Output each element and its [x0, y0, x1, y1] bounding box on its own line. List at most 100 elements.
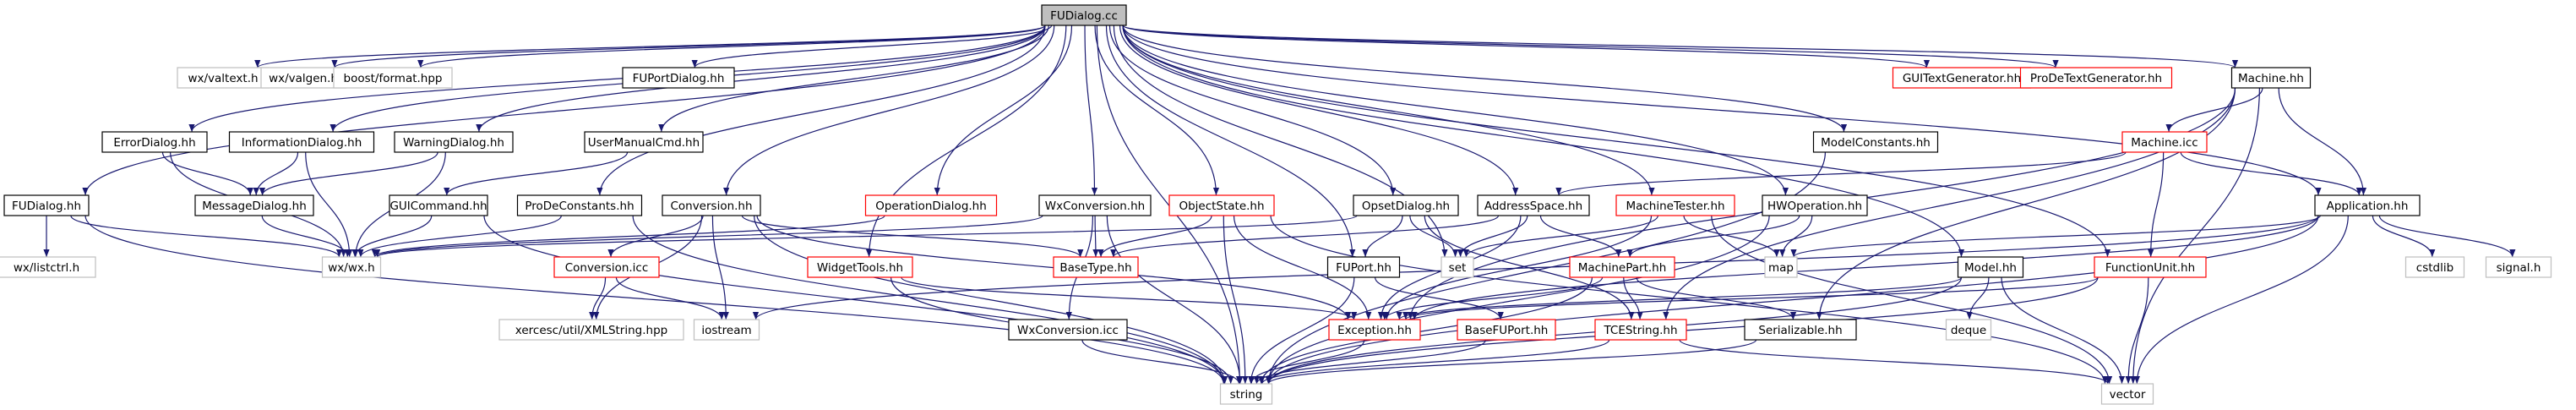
- node-label: signal.h: [2497, 261, 2541, 275]
- node-hwoperation[interactable]: HWOperation.hh: [1762, 194, 1868, 216]
- node-serializable[interactable]: Serializable.hh: [1744, 319, 1857, 341]
- node-box: [498, 319, 684, 341]
- node-label: ObjectState.hh: [1179, 200, 1264, 213]
- node-box: [1353, 194, 1459, 216]
- node-messagedialog[interactable]: MessageDialog.hh: [194, 194, 314, 216]
- node-label: MessageDialog.hh: [202, 200, 307, 213]
- node-basetype[interactable]: BaseType.hh: [1053, 256, 1139, 278]
- edge-machine-hh-to-tcestring: [1663, 87, 2236, 320]
- node-label: ModelConstants.hh: [1821, 136, 1931, 150]
- node-prodeconstants[interactable]: ProDeConstants.hh: [516, 194, 643, 216]
- edge-conversion-icc-to-iostream: [615, 276, 725, 320]
- node-functionunit[interactable]: FunctionUnit.hh: [2094, 256, 2207, 278]
- edge-objectstate-to-vector: [1270, 215, 2109, 385]
- edge-fudialog-cc-to-opsetdialog: [1108, 25, 1397, 196]
- node-addressspace[interactable]: AddressSpace.hh: [1477, 194, 1590, 216]
- edge-informationdialog-to-wx-wx: [305, 151, 353, 258]
- edge-machinetester-to-exception: [1383, 215, 1653, 320]
- node-box: [1168, 194, 1275, 216]
- node-label: AddressSpace.hh: [1484, 200, 1582, 213]
- node-fuport[interactable]: FUPort.hh: [1326, 256, 1401, 278]
- node-label: Conversion.icc: [565, 261, 649, 275]
- edge-opsetdialog-to-wx-wx: [374, 215, 1358, 258]
- node-basefuport[interactable]: BaseFUPort.hh: [1457, 319, 1556, 341]
- edge-machinepart-to-serializable: [1636, 276, 1797, 320]
- node-box: [1041, 4, 1127, 26]
- edge-serializable-to-string: [1265, 339, 1757, 385]
- edge-application-to-iostream: [753, 215, 2319, 320]
- node-label: UserManualCmd.hh: [588, 136, 700, 150]
- node-modelconstants[interactable]: ModelConstants.hh: [1812, 131, 1939, 153]
- node-guitextgenerator[interactable]: GUITextGenerator.hh: [1892, 67, 2032, 89]
- node-machinepart[interactable]: MachinePart.hh: [1569, 256, 1675, 278]
- node-conversion-hh[interactable]: Conversion.hh: [662, 194, 761, 216]
- node-label: wx/listctrl.h: [14, 261, 79, 275]
- edge-application-to-exception: [1411, 215, 2319, 320]
- node-label: xercesc/util/XMLString.hpp: [515, 324, 667, 337]
- node-application[interactable]: Application.hh: [2314, 194, 2421, 216]
- node-widgettools[interactable]: WidgetTools.hh: [807, 256, 913, 278]
- node-fuportdialog[interactable]: FUPortDialog.hh: [622, 67, 735, 89]
- edge-fudialog-cc-to-hwoperation: [1122, 25, 1789, 196]
- node-label: FunctionUnit.hh: [2105, 261, 2195, 275]
- node-box: [1812, 131, 1939, 153]
- node-label: BaseType.hh: [1059, 261, 1131, 275]
- edge-application-to-string: [1266, 215, 2319, 385]
- edge-operationdialog-to-wx-wx: [372, 215, 885, 258]
- node-tcestring[interactable]: TCEString.hh: [1594, 319, 1687, 341]
- edge-conversion-hh-to-iostream: [711, 215, 729, 320]
- node-machinetester[interactable]: MachineTester.hh: [1615, 194, 1735, 216]
- edge-wxconversion-icc-to-string: [1081, 339, 1243, 385]
- node-box: [2094, 256, 2207, 278]
- node-box: [1326, 256, 1401, 278]
- edge-tcestring-to-string: [1259, 339, 1610, 385]
- edge-fudialog-cc-to-usermanualcmd: [658, 25, 1049, 133]
- node-label: OperationDialog.hh: [875, 200, 987, 213]
- node-conversion-icc[interactable]: Conversion.icc: [553, 256, 660, 278]
- edge-fudialog-cc-to-objectstate: [1094, 25, 1220, 196]
- node-opsetdialog[interactable]: OpsetDialog.hh: [1353, 194, 1459, 216]
- node-box: [693, 319, 760, 341]
- node-box: [3, 194, 90, 216]
- node-label: WarningDialog.hh: [403, 136, 504, 150]
- node-errordialog[interactable]: ErrorDialog.hh: [101, 131, 208, 153]
- node-fudialog-cc[interactable]: FUDialog.cc: [1041, 4, 1127, 26]
- node-objectstate[interactable]: ObjectState.hh: [1168, 194, 1275, 216]
- node-machine-hh[interactable]: Machine.hh: [2230, 67, 2312, 89]
- edge-informationdialog-to-messagedialog: [253, 151, 299, 196]
- node-guicommand[interactable]: GUICommand.hh: [389, 194, 488, 216]
- node-operationdialog[interactable]: OperationDialog.hh: [864, 194, 998, 216]
- node-informationdialog[interactable]: InformationDialog.hh: [228, 131, 375, 153]
- node-model[interactable]: Model.hh: [1957, 256, 2024, 278]
- edge-machine-hh-to-machine-icc: [2165, 87, 2263, 133]
- node-machine-icc[interactable]: Machine.icc: [2121, 131, 2208, 153]
- node-box: [2230, 67, 2312, 89]
- edge-conversion-hh-to-basetype: [741, 215, 1084, 258]
- node-wxconversion-hh[interactable]: WxConversion.hh: [1038, 194, 1152, 216]
- edge-hwoperation-to-map: [1779, 215, 1813, 258]
- edge-fudialog-cc-to-boost-format: [417, 25, 1046, 68]
- node-exception[interactable]: Exception.hh: [1328, 319, 1421, 341]
- node-label: GUITextGenerator.hh: [1903, 72, 2021, 85]
- node-label: InformationDialog.hh: [242, 136, 362, 150]
- node-label: WidgetTools.hh: [817, 261, 903, 275]
- node-fudialog-hh[interactable]: FUDialog.hh: [3, 194, 90, 216]
- node-label: Machine.hh: [2238, 72, 2304, 85]
- node-box: [1892, 67, 2032, 89]
- edge-fudialog-cc-to-warningdialog: [476, 25, 1046, 133]
- edge-fudialog-cc-to-wx-valgen: [331, 25, 1046, 68]
- node-usermanualcmd[interactable]: UserManualCmd.hh: [584, 131, 704, 153]
- node-box: [553, 256, 660, 278]
- node-box: [1457, 319, 1556, 341]
- edge-errordialog-to-messagedialog: [161, 151, 253, 196]
- node-deque: deque: [1945, 319, 1992, 341]
- node-warningdialog[interactable]: WarningDialog.hh: [394, 131, 514, 153]
- edge-fudialog-cc-to-conversion-hh: [723, 25, 1055, 196]
- node-label: iostream: [701, 324, 751, 337]
- node-box: [260, 67, 346, 89]
- node-box: [584, 131, 704, 153]
- node-prodetextgenerator[interactable]: ProDeTextGenerator.hh: [2019, 67, 2173, 89]
- node-box: [1945, 319, 1992, 341]
- node-wx-listctrl: wx/listctrl.h: [0, 256, 96, 278]
- node-wxconversion-icc[interactable]: WxConversion.icc: [1008, 319, 1128, 341]
